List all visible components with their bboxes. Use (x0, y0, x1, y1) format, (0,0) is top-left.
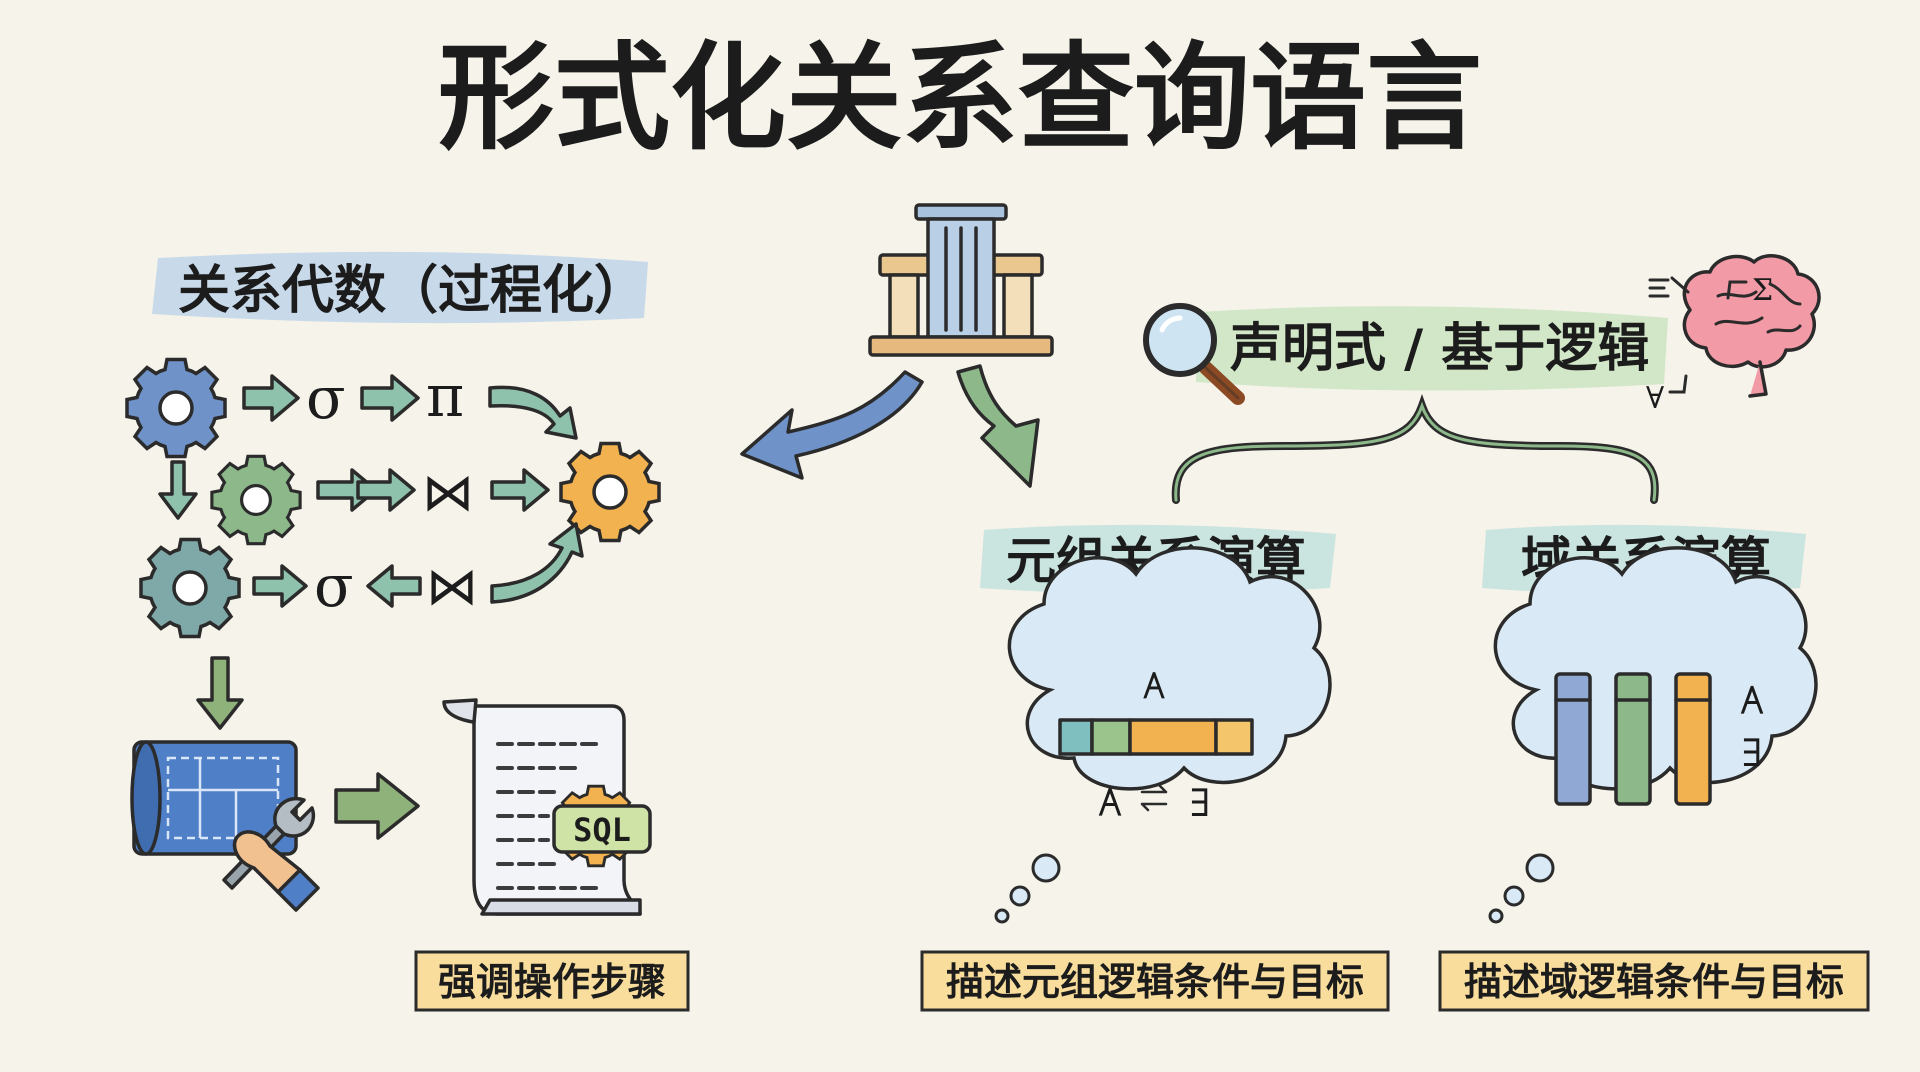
branch-arrow-left (740, 370, 924, 480)
column-building-icon (868, 203, 1054, 357)
forall-symbol: ∀ (1143, 663, 1165, 704)
sql-badge (552, 804, 652, 854)
magnifier-icon (1143, 303, 1245, 405)
gear-icon (139, 537, 241, 639)
arrow-down-icon (158, 460, 198, 520)
exists-symbol: ∃ (1190, 781, 1211, 825)
relational-algebra-heading: 关系代数（过程化） (178, 261, 646, 321)
blueprint-icon (130, 740, 298, 856)
arrow-right-icon (242, 374, 300, 422)
arrow-right-icon (490, 468, 550, 512)
page-title: 形式化关系查询语言 (438, 31, 1482, 166)
gear-icon (210, 454, 302, 546)
domain-calculus-caption: 描述域逻辑条件与目标 (1464, 960, 1844, 1004)
forall-symbol: ∀ (1646, 381, 1664, 416)
branch-arrow-right (956, 364, 1040, 488)
sigma-symbol: σ (314, 552, 354, 620)
tuple-calculus-caption: 描述元组逻辑条件与目标 (946, 960, 1364, 1004)
caption-box (1438, 950, 1870, 1012)
relational-algebra-section: 关系代数（过程化） σ π ⋈ σ ⋈ (125, 251, 690, 1012)
gear-icon (125, 357, 227, 459)
arrow-right-icon (356, 468, 416, 512)
arrow-left-icon (366, 564, 422, 608)
exchange-arrows-icon (1140, 784, 1168, 812)
pi-symbol: π (426, 362, 464, 430)
arrow-right-icon (316, 468, 378, 512)
declarative-section: 声明式 / 基于逻辑 Σ ∀ 元组关系演算 (920, 254, 1870, 1012)
caption-box (414, 950, 690, 1012)
exists-symbol: ∃ (1742, 731, 1763, 775)
heading-highlight (1196, 306, 1668, 391)
tuple-bar (1058, 718, 1254, 756)
sigma-symbol: Σ (1752, 273, 1773, 308)
brain-icon: Σ ∀ (1646, 254, 1821, 416)
wrench-icon (222, 796, 320, 912)
curved-arrow-icon (490, 522, 584, 604)
domain-columns (1554, 672, 1712, 806)
scroll-icon: SQL (442, 698, 652, 916)
curved-arrow-icon (488, 385, 578, 440)
arrow-right-icon (360, 374, 420, 422)
thought-cloud-icon (1488, 546, 1818, 924)
declarative-heading: 声明式 / 基于逻辑 (1230, 319, 1649, 379)
sql-badge-label: SQL (573, 811, 631, 849)
heading-highlight (152, 251, 648, 324)
join-symbol: ⋈ (426, 557, 478, 617)
arrow-down-icon (196, 656, 244, 730)
relational-algebra-caption: 强调操作步骤 (438, 960, 666, 1004)
arrow-right-icon (334, 772, 420, 840)
arrow-right-icon (252, 564, 308, 608)
sigma-symbol: σ (306, 364, 346, 432)
join-symbol: ⋈ (422, 463, 474, 523)
forall-symbol: ∀ (1740, 677, 1763, 721)
caption-box (920, 950, 1390, 1012)
forall-symbol: ∀ (1098, 779, 1121, 823)
